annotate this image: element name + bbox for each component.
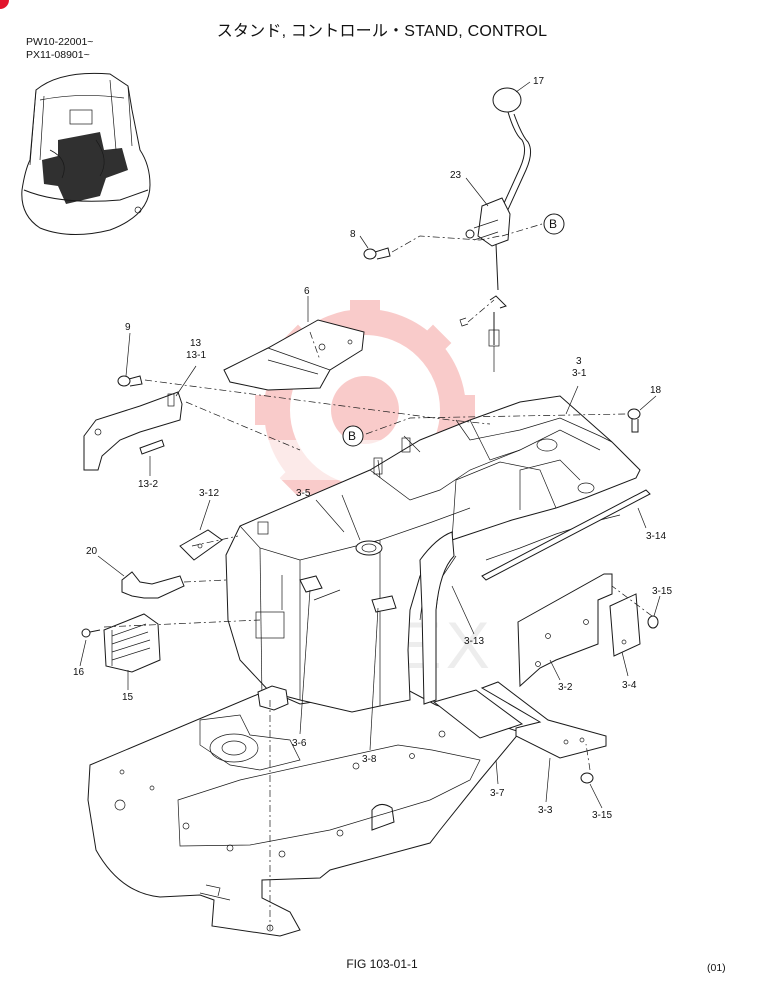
- part-20-clamp: [121, 571, 185, 599]
- bolt-8: [363, 247, 391, 260]
- part-3-3-bracket: [480, 681, 607, 759]
- nut-3-15-upper: [647, 615, 659, 629]
- callout-3-5: 3-5: [296, 488, 311, 499]
- callout-3-15-upper: 3-15: [652, 586, 672, 597]
- part-3-4-plate: [609, 593, 641, 657]
- part-15-vent-grille: [103, 613, 161, 673]
- part-3-13-trim: [419, 531, 455, 705]
- callout-13-1: 13-1: [186, 350, 206, 361]
- callout-13-2: 13-2: [138, 479, 158, 490]
- callout-3-3: 3-3: [538, 805, 553, 816]
- callout-3-12: 3-12: [199, 488, 219, 499]
- callout-leaders: [79, 81, 661, 809]
- serial-range-2: PX11-08901~: [26, 49, 90, 61]
- corner-marker: [0, 0, 9, 9]
- floor-plate: [87, 687, 521, 937]
- callout-3-6: 3-6: [292, 738, 307, 749]
- bolt-9: [117, 375, 143, 387]
- callout-3-1: 3-1: [572, 368, 587, 379]
- nut-3-15-lower: [580, 772, 594, 784]
- control-lever: [459, 87, 532, 372]
- callout-3-4: 3-4: [622, 680, 637, 691]
- callout-16: 16: [73, 667, 85, 678]
- callout-3-8: 3-8: [362, 754, 377, 765]
- screw-16: [81, 628, 101, 638]
- part-13-2-pad: [139, 439, 165, 455]
- callout-23: 23: [450, 170, 462, 181]
- callout-8: 8: [350, 229, 356, 240]
- callout-9: 9: [125, 322, 131, 333]
- clip-floor: [257, 685, 289, 711]
- callout-3-14: 3-14: [646, 531, 666, 542]
- callout-18: 18: [650, 385, 662, 396]
- reference-b-circle-lower: [342, 425, 364, 447]
- figure-number: FIG 103-01-1: [346, 957, 418, 971]
- callout-13: 13: [190, 338, 202, 349]
- part-6-cover: [223, 319, 365, 391]
- page-number: (01): [707, 962, 726, 974]
- callout-b-upper: B: [549, 217, 557, 231]
- callout-3-7: 3-7: [490, 788, 505, 799]
- serial-range-1: PW10-22001~: [26, 36, 94, 48]
- callout-6: 6: [304, 286, 310, 297]
- part-13-bracket: [83, 391, 183, 471]
- callout-b-lower: B: [348, 429, 356, 443]
- reference-b-circle-upper: [543, 213, 565, 235]
- callout-3-13: 3-13: [464, 636, 484, 647]
- callout-17: 17: [533, 76, 545, 87]
- part-3-12-label: [179, 529, 223, 561]
- callout-3: 3: [576, 356, 582, 367]
- part-3-2-panel: [517, 573, 613, 688]
- callout-15: 15: [122, 692, 134, 703]
- callout-3-15-lower: 3-15: [592, 810, 612, 821]
- page-title: スタンド, コントロール・STAND, CONTROL: [216, 23, 548, 40]
- part-3-7-plate: [432, 689, 524, 739]
- callout-labels: 17 23 8 B 6 9 13 13-1 3 3-1 18 B 13-2 3-…: [73, 76, 672, 821]
- bolt-18: [627, 408, 641, 433]
- callout-3-2: 3-2: [558, 682, 573, 693]
- leader-lines: [103, 223, 653, 930]
- part-3-14-rod: [481, 489, 651, 581]
- callout-20: 20: [86, 546, 98, 557]
- clip-3-6: [299, 575, 323, 593]
- machine-thumbnail: [21, 72, 151, 236]
